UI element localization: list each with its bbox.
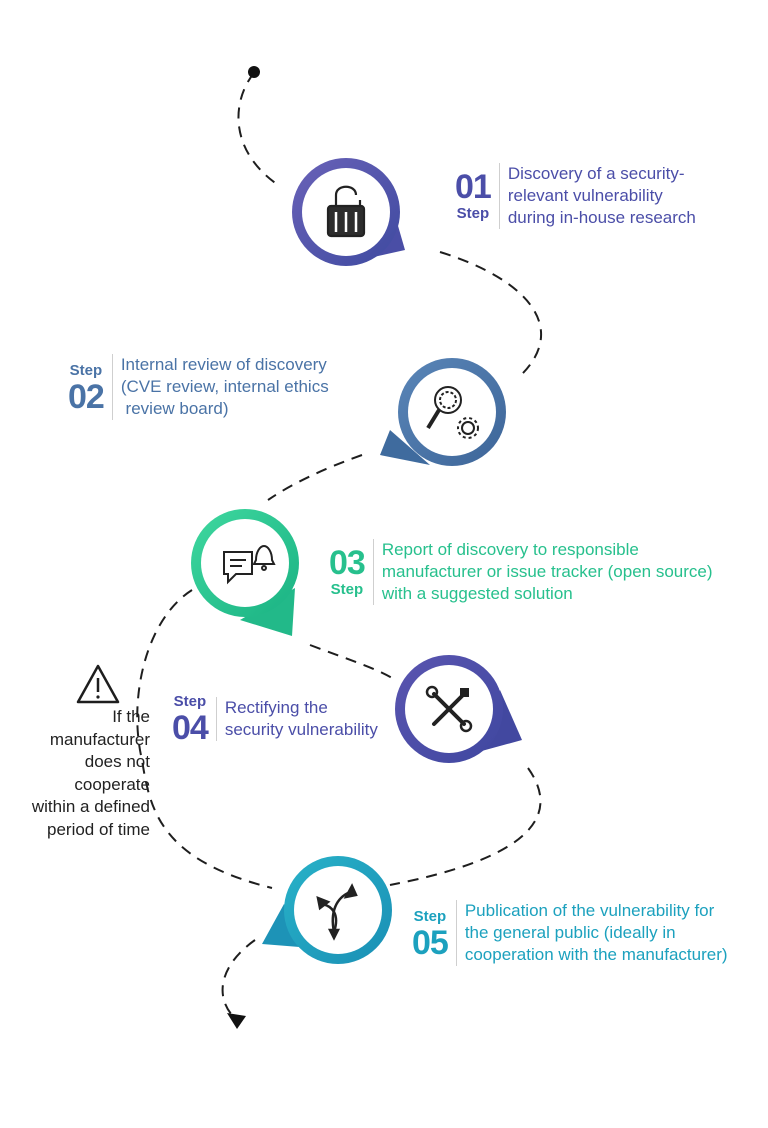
note-line: within a defined	[31, 797, 150, 816]
step-01-word: Step	[456, 204, 490, 222]
step-01-line: Discovery of a security-	[507, 164, 685, 183]
step-04-word: Step	[173, 693, 207, 710]
note-line: cooperate	[74, 774, 150, 794]
split-arrows-icon	[316, 883, 358, 941]
step-05-description: Publication of the vulnerability for the…	[455, 900, 728, 966]
step-02-word: Step	[69, 361, 103, 379]
pin-step-01	[292, 158, 405, 266]
step-02-block: Step 02 Internal review of discovery (CV…	[68, 354, 329, 420]
step-05-line: the general public (ideally in	[464, 923, 676, 942]
step-03-word: Step	[330, 580, 364, 598]
step-02-description: Internal review of discovery (CVE review…	[111, 354, 329, 420]
step-05-line: Publication of the vulnerability for	[464, 901, 715, 920]
step-04-line: security vulnerability	[224, 719, 378, 739]
step-05-block: Step 05 Publication of the vulnerability…	[412, 900, 728, 966]
step-01-number: 01	[455, 167, 492, 206]
step-02-line: (CVE review, internal ethics	[120, 377, 329, 396]
warning-icon	[76, 664, 120, 704]
padlock-icon	[326, 185, 366, 238]
step-03-line: manufacturer or issue tracker (open sour…	[381, 562, 713, 581]
step-02-line: review board)	[120, 399, 229, 418]
step-02-number: 02	[68, 377, 105, 416]
step-04-badge: Step 04	[172, 692, 209, 747]
step-04-description: Rectifying the security vulnerability	[215, 696, 378, 741]
start-dot	[248, 66, 260, 78]
step-05-number: 05	[412, 923, 449, 962]
step-04-block: Step 04 Rectifying the security vulnerab…	[172, 692, 378, 745]
step-03-description: Report of discovery to responsible manuf…	[372, 539, 713, 605]
step-01-line: during in-house research	[507, 208, 696, 227]
wrench-screwdriver-icon	[425, 685, 473, 733]
step-05-badge: Step 05	[412, 907, 449, 962]
pin-step-04	[395, 655, 522, 763]
note-line: If the	[112, 707, 150, 726]
step-05-word: Step	[413, 907, 447, 925]
step-03-block: 03 Step Report of discovery to responsib…	[329, 539, 713, 605]
step-02-badge: Step 02	[68, 361, 105, 416]
step-03-badge: 03 Step	[329, 543, 366, 599]
pin-step-03	[191, 509, 299, 636]
step-02-line: Internal review of discovery	[120, 355, 327, 374]
step-04-line: Rectifying the	[224, 697, 328, 717]
step-03-line: with a suggested solution	[381, 584, 573, 603]
note-line: manufacturer	[49, 729, 150, 749]
pin-step-02	[380, 358, 506, 466]
dashed-path	[136, 72, 543, 1016]
pin-step-05	[262, 856, 392, 964]
step-01-line: relevant vulnerability	[507, 186, 663, 205]
end-arrow	[227, 1013, 246, 1029]
step-04-number: 04	[172, 709, 209, 747]
magnifier-gears-icon	[426, 386, 479, 439]
note-line: period of time	[47, 819, 150, 839]
step-03-number: 03	[329, 543, 366, 582]
step-03-line: Report of discovery to responsible	[381, 540, 639, 559]
step-01-block: 01 Step Discovery of a security- relevan…	[455, 163, 696, 229]
step-01-description: Discovery of a security- relevant vulner…	[498, 163, 696, 229]
chat-bell-icon	[223, 544, 276, 585]
step-05-line: cooperation with the manufacturer)	[464, 945, 728, 964]
step-01-badge: 01 Step	[455, 167, 492, 223]
note-line: does not	[84, 752, 150, 771]
escalation-note: If the manufacturer does not cooperate w…	[6, 706, 150, 841]
